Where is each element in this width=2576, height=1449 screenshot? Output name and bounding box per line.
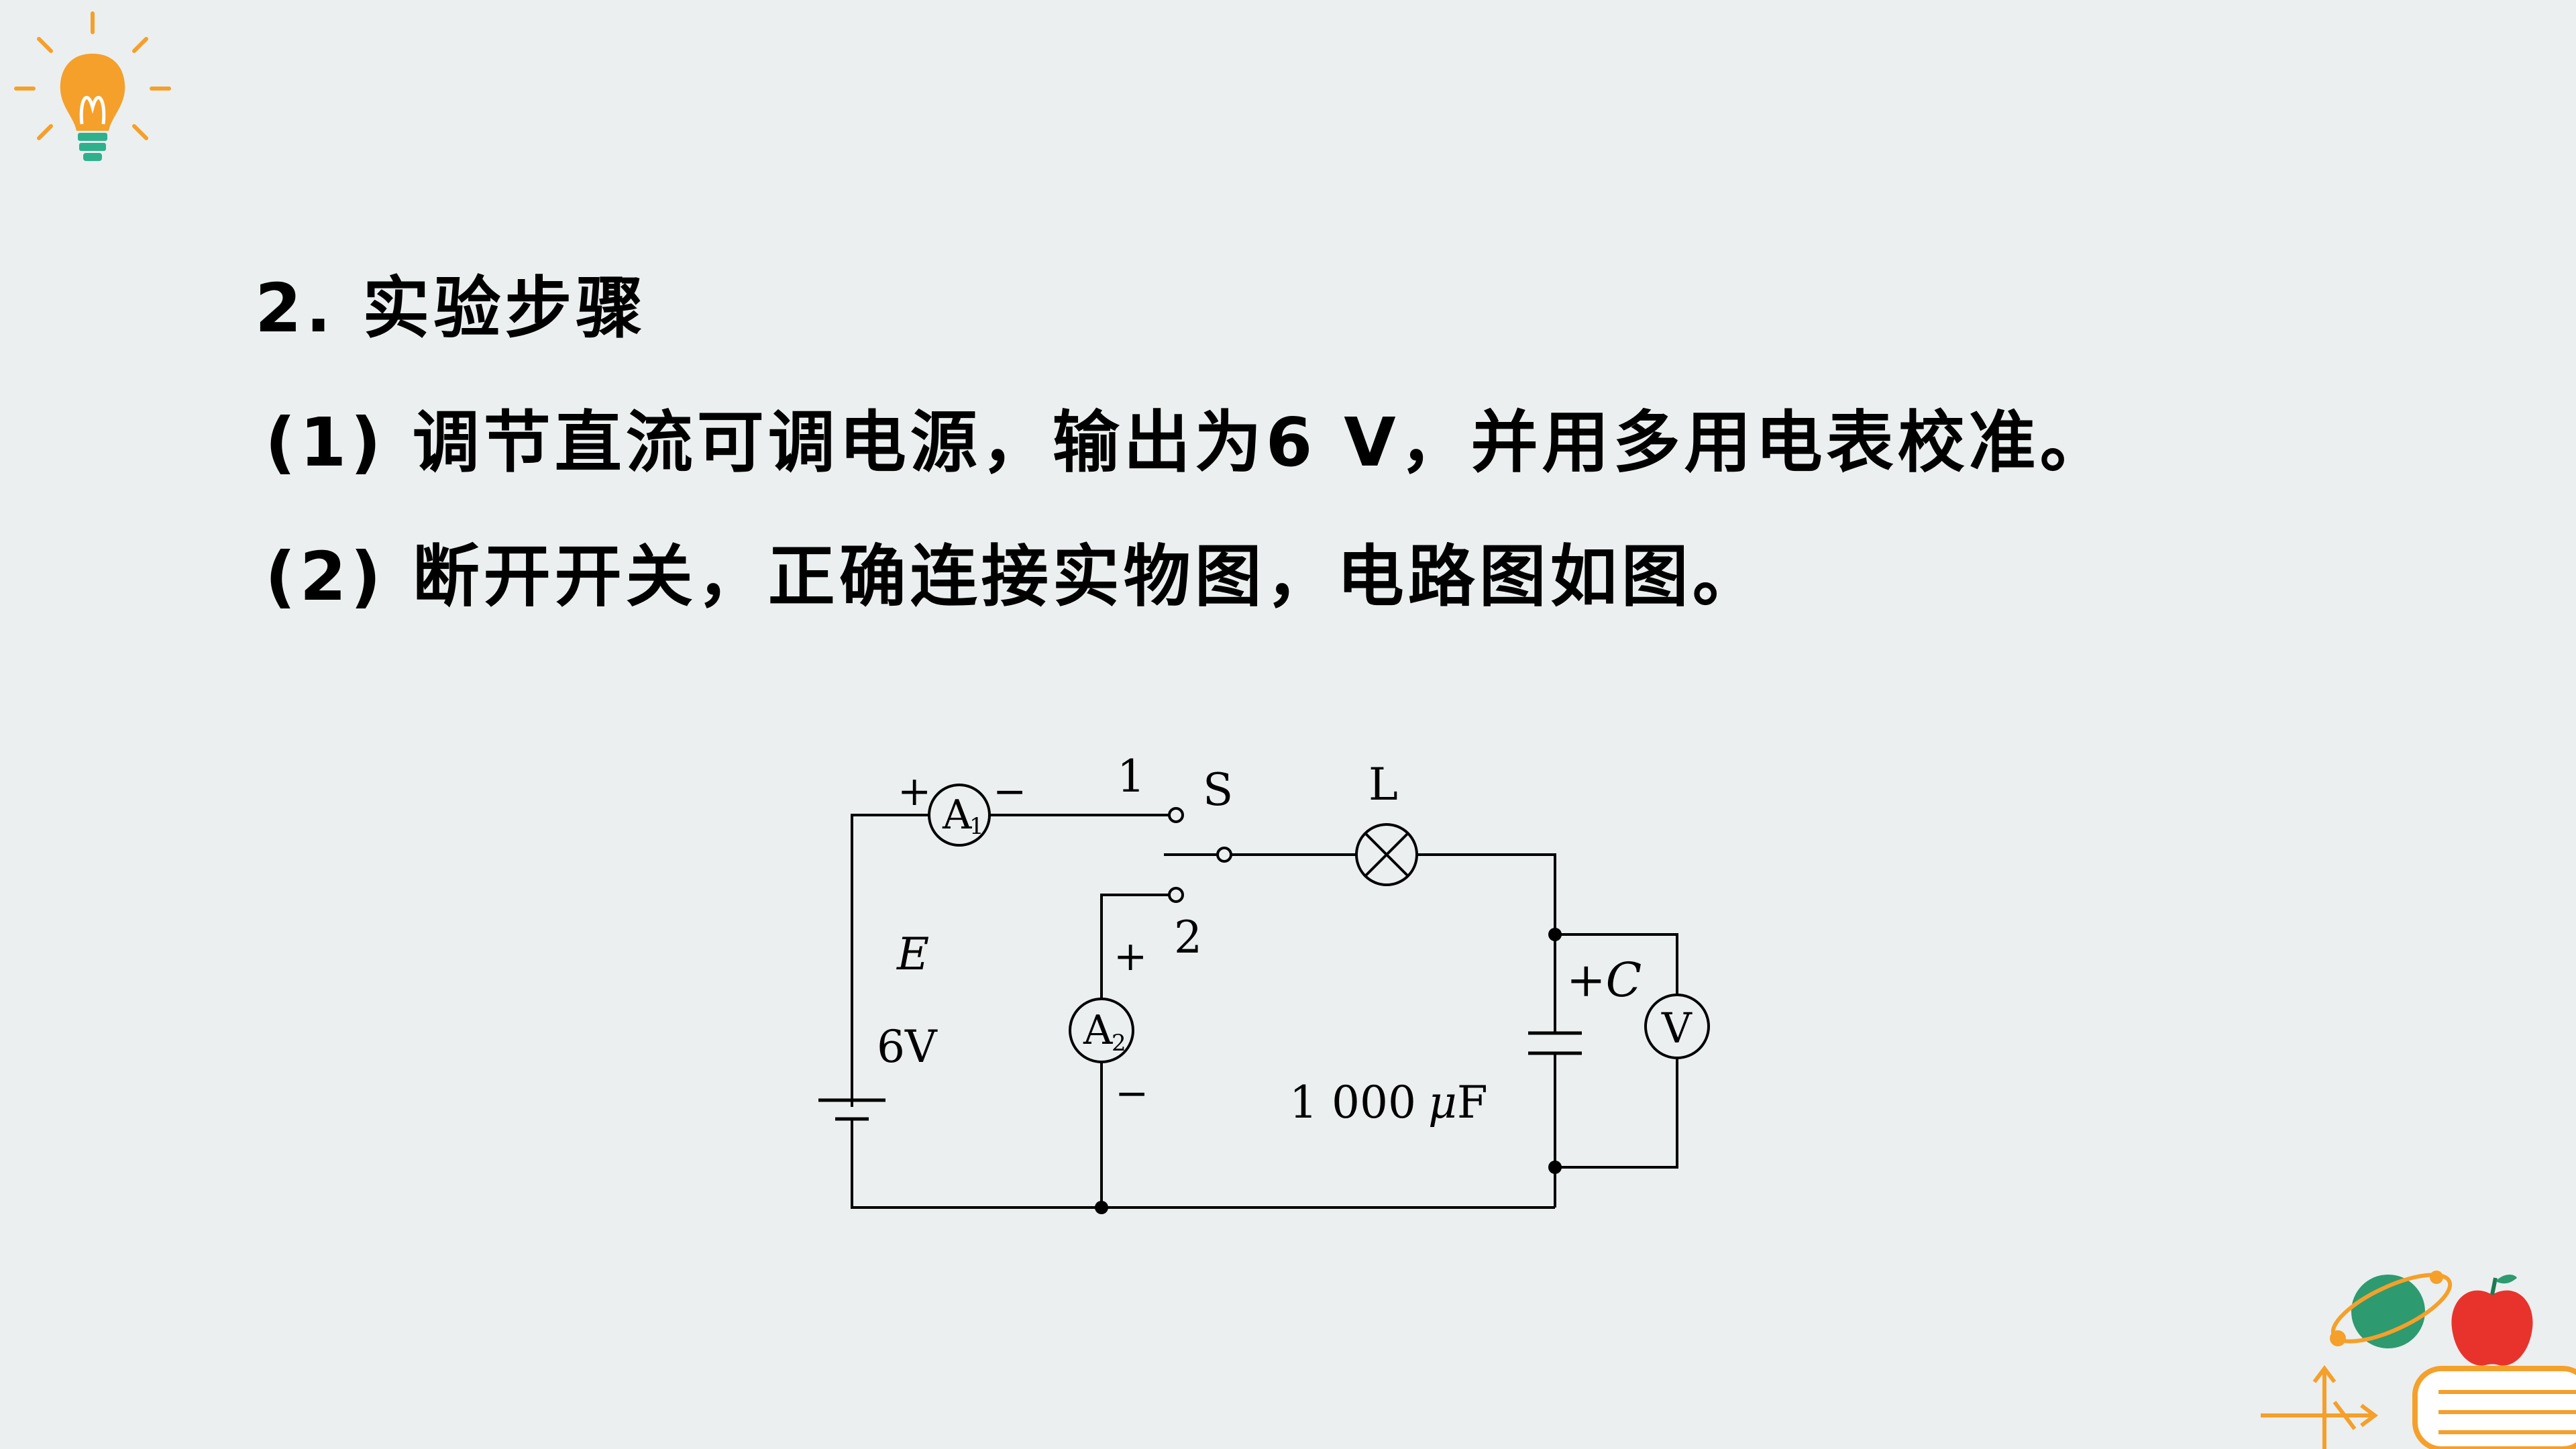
compass-icon bbox=[2261, 1365, 2378, 1449]
contact-2-label: 2 bbox=[1174, 912, 1202, 963]
apple-icon bbox=[2451, 1275, 2533, 1366]
svg-text:A: A bbox=[1083, 1007, 1113, 1054]
lamp-label: L bbox=[1368, 759, 1398, 810]
lamp bbox=[1355, 823, 1418, 886]
circuit-wires bbox=[851, 814, 1678, 1209]
education-decoration bbox=[2261, 1271, 2576, 1449]
svg-text:V: V bbox=[1661, 1004, 1693, 1053]
emf-value-label: 6V bbox=[877, 1021, 938, 1073]
svg-text:2: 2 bbox=[1112, 1030, 1126, 1057]
capacitor-label: +C bbox=[1566, 953, 1642, 1008]
step-item-2: (2) 断开开关，正确连接实物图，电路图如图。 bbox=[265, 537, 1764, 616]
circuit-diagram: A 1 + − 1 S 2 L A 2 + − E 6V bbox=[818, 751, 1710, 1214]
ammeter-a1: A 1 bbox=[928, 784, 991, 847]
contact-1-label: 1 bbox=[1117, 751, 1145, 802]
contact-1-terminal bbox=[1168, 807, 1184, 823]
junction-dot bbox=[1095, 1201, 1108, 1214]
planet-icon bbox=[2330, 1271, 2453, 1348]
svg-text:A: A bbox=[942, 792, 972, 839]
switch-label: S bbox=[1203, 764, 1233, 816]
ammeter-a2: A 2 bbox=[1069, 998, 1134, 1063]
voltmeter: V bbox=[1644, 994, 1710, 1059]
step-item-1: (1) 调节直流可调电源，输出为6 V，并用多用电表校准。 bbox=[265, 403, 2111, 482]
battery bbox=[818, 1098, 885, 1140]
junction-dot bbox=[1548, 1161, 1562, 1174]
lightbulb-icon bbox=[14, 11, 171, 161]
junction-dot bbox=[1548, 928, 1562, 941]
a1-plus-label: + bbox=[898, 768, 931, 815]
book-icon bbox=[2412, 1366, 2576, 1449]
emf-label: E bbox=[896, 928, 929, 980]
svg-text:1: 1 bbox=[969, 813, 984, 840]
a2-minus-label: − bbox=[1115, 1070, 1148, 1117]
switch-pivot bbox=[1216, 847, 1232, 863]
a1-minus-label: − bbox=[993, 768, 1026, 815]
contact-2-terminal bbox=[1168, 887, 1184, 903]
capacitor bbox=[1528, 1031, 1582, 1055]
section-heading: 2. 实验步骤 bbox=[255, 269, 647, 347]
a2-plus-label: + bbox=[1114, 933, 1147, 980]
